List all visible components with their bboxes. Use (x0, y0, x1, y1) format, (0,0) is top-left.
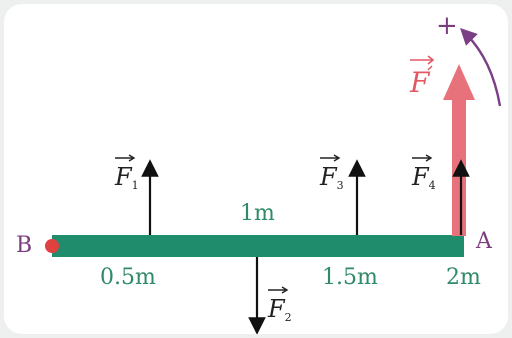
applied-force-shaft (452, 96, 466, 236)
applied-force-head (443, 64, 475, 100)
lever-diagram: + B A 1m 0.5m 1.5m 2m F1 F3 F4 F2 F (16, 11, 502, 334)
distance-label-2m: 2m (446, 265, 481, 290)
force-f2-label: F2 (267, 286, 292, 324)
force-f1-label: F1 (114, 154, 139, 192)
pivot-point-b (45, 239, 59, 253)
svg-text:F4: F4 (411, 163, 436, 192)
distance-label-1-5m: 1.5m (322, 265, 378, 290)
distance-label-0-5m: 0.5m (100, 265, 156, 290)
distance-label-1m: 1m (240, 201, 275, 226)
beam (52, 235, 464, 257)
rotation-sign: + (436, 11, 458, 41)
point-label-a: A (475, 229, 493, 254)
diagram-frame: + B A 1m 0.5m 1.5m 2m F1 F3 F4 F2 F (4, 4, 508, 334)
applied-force-label: F (409, 55, 435, 99)
force-f4-label: F4 (411, 154, 436, 192)
rotation-arrow-icon (460, 28, 502, 107)
svg-text:F3: F3 (319, 163, 344, 192)
svg-text:F1: F1 (114, 163, 139, 192)
svg-text:F: F (409, 66, 431, 99)
svg-text:F2: F2 (267, 295, 292, 324)
point-label-b: B (16, 233, 32, 258)
force-f3-label: F3 (319, 154, 344, 192)
